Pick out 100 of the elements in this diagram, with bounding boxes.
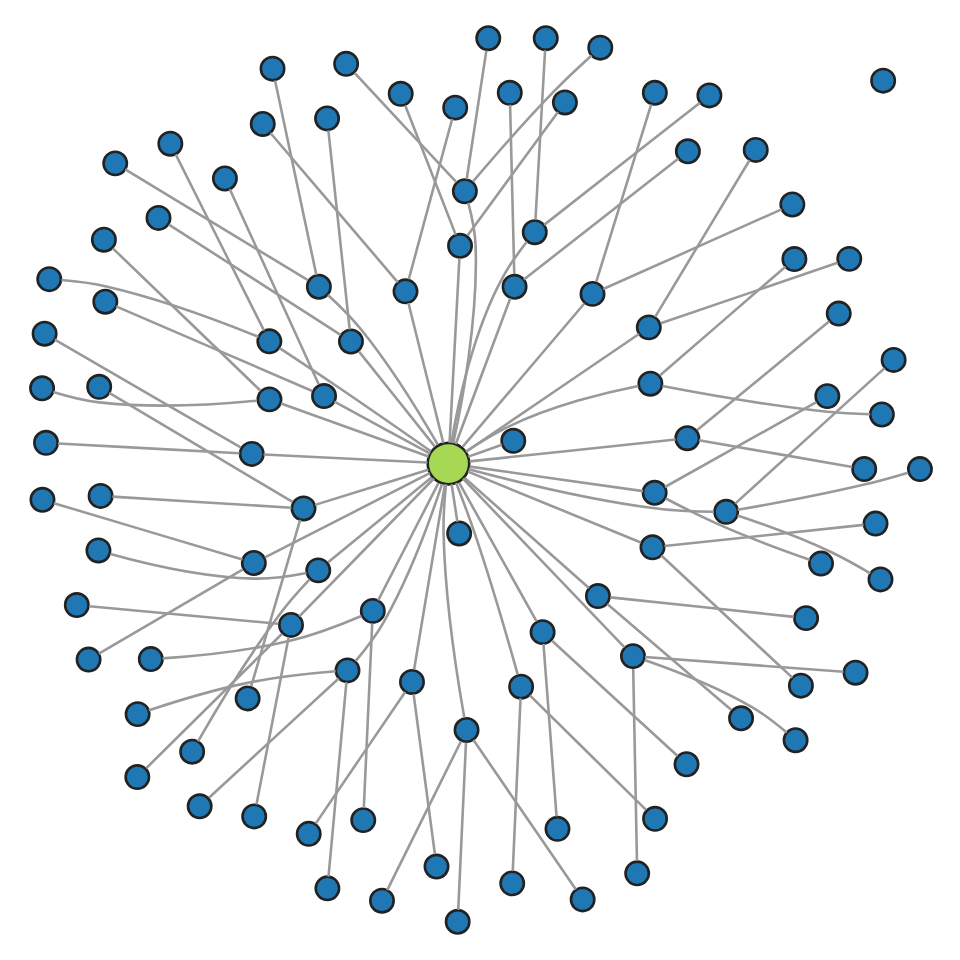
node-circle [443, 908, 470, 935]
connector [110, 247, 261, 392]
node-circle [495, 79, 522, 106]
connector [441, 484, 465, 718]
node-circle [89, 226, 116, 253]
node-circle [32, 429, 58, 456]
node-circle [35, 266, 62, 293]
connector [411, 484, 446, 670]
connector [697, 438, 852, 469]
connector [460, 302, 585, 448]
connector [462, 476, 589, 590]
connector [144, 633, 282, 770]
node-circle [673, 138, 700, 165]
node-circle [386, 80, 413, 107]
node-circle [28, 375, 55, 402]
node-circle [185, 793, 212, 820]
connector [736, 514, 870, 575]
node-circle [239, 550, 266, 576]
node-circle [28, 486, 55, 513]
connector [550, 639, 678, 757]
connector [195, 578, 310, 742]
node-circle [792, 605, 819, 632]
node-circle [422, 853, 449, 880]
connector [111, 495, 291, 509]
node-circle [583, 583, 610, 610]
node-circle [358, 597, 385, 624]
connector [736, 471, 908, 512]
connector [659, 261, 838, 325]
node-circle [398, 668, 424, 695]
node-circle [258, 55, 285, 82]
node-circle [85, 373, 112, 400]
connector [542, 101, 700, 226]
connector [277, 346, 431, 453]
node-circle [695, 82, 722, 109]
node-circle [712, 498, 739, 525]
connector [593, 104, 652, 283]
node-circle [866, 566, 893, 593]
connector [385, 740, 462, 891]
connector [313, 691, 406, 825]
node-circle [310, 383, 337, 410]
node-circle [237, 440, 264, 467]
connector [326, 682, 347, 877]
connector [326, 130, 350, 330]
connector [167, 223, 341, 336]
connector [326, 476, 432, 564]
node-circle [255, 328, 282, 355]
node-circle [368, 887, 394, 914]
connector [470, 54, 592, 183]
node-circle [727, 705, 754, 732]
connector [527, 694, 646, 811]
node-circle [531, 25, 558, 52]
node-circle [144, 204, 171, 231]
connector [533, 50, 546, 220]
connector [173, 153, 265, 332]
connector [262, 453, 427, 464]
connector [471, 739, 576, 891]
node-circle [391, 278, 418, 305]
node-circle [835, 245, 862, 272]
node-circle [123, 701, 150, 728]
node-circle [824, 300, 851, 327]
node-circle [861, 510, 888, 537]
connector [227, 188, 319, 385]
node-circle [30, 320, 57, 347]
node-circle [672, 751, 699, 778]
connector [406, 118, 453, 280]
connector [60, 278, 258, 338]
node-circle [452, 717, 479, 743]
node-circle [807, 550, 833, 577]
node-circle [850, 456, 877, 482]
connector [643, 658, 787, 734]
node-circle [786, 672, 813, 699]
node-circle [869, 67, 896, 94]
connector [361, 623, 373, 809]
connector [630, 669, 638, 861]
node-circle [333, 657, 360, 684]
connector [468, 438, 675, 463]
node-circle [741, 136, 768, 163]
connector [313, 468, 428, 507]
connector [272, 80, 317, 276]
connector [403, 104, 456, 236]
node-circle [640, 479, 667, 506]
connector [326, 294, 438, 446]
connector [52, 501, 242, 561]
connector [468, 465, 643, 493]
connector [297, 477, 434, 618]
connector [522, 157, 679, 281]
connector [161, 614, 361, 660]
connector [657, 265, 786, 377]
node-circle [638, 534, 665, 561]
connector [466, 470, 641, 544]
connector [609, 596, 794, 619]
node-circle [313, 875, 340, 902]
connector [605, 603, 732, 712]
node-circle [289, 495, 316, 522]
node-circle [450, 178, 477, 205]
node-circle [62, 592, 89, 618]
connector [109, 552, 306, 580]
node-circle [780, 246, 807, 273]
node-circle [778, 191, 805, 218]
connector [464, 384, 638, 453]
